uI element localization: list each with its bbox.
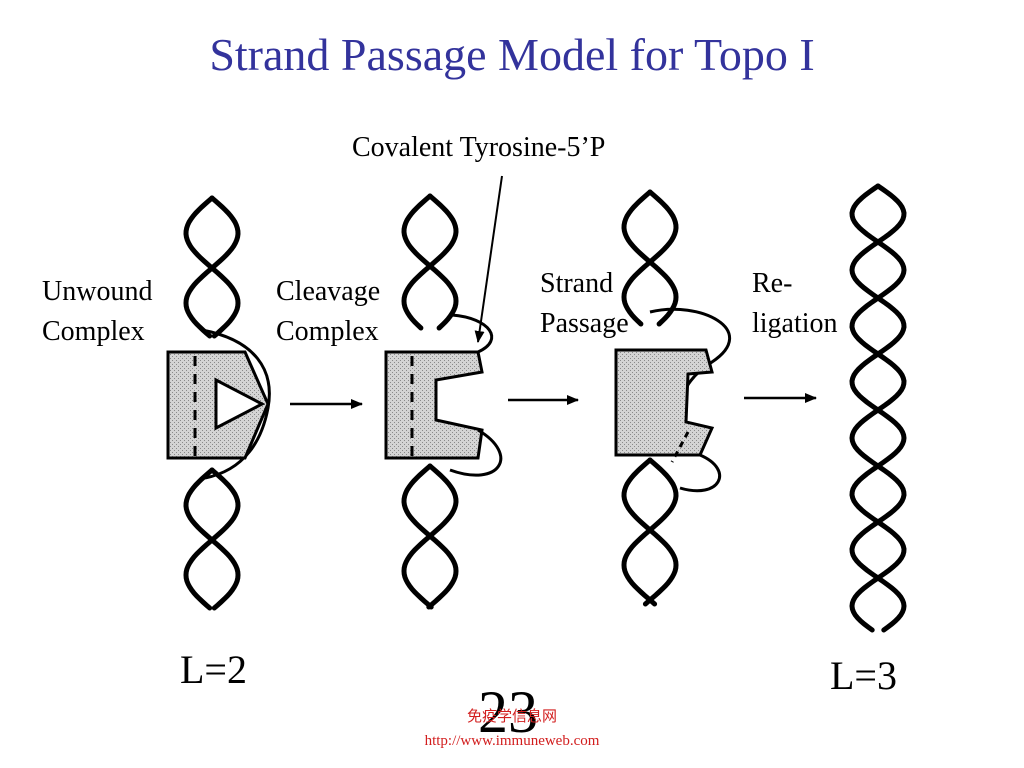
linking-number-end: L=3 [830,653,897,698]
dna-strand [183,195,241,339]
topo-enzyme-unwound [166,328,271,480]
stage-label-strand-passage: Strand Passage [540,264,629,344]
topo-enzyme-cleavage [384,313,503,477]
page-number: 23 [478,679,538,745]
dna-helix-unwound [183,195,241,611]
dna-strand [401,193,459,331]
dna-helix-cleavage [401,193,459,610]
topo-enzyme-passage [614,307,731,493]
linking-number-start: L=2 [180,647,247,692]
dna-helix-passage [621,189,679,607]
annotation-pointer-arrow [474,175,503,343]
stage-label-line: Strand [540,268,614,299]
covalent-tyrosine-label: Covalent Tyrosine-5’P [352,132,606,163]
stage-label-religation: Re- ligation [752,264,838,344]
stage-label-line: Re- [752,268,793,299]
dna-strand [621,189,679,327]
dna-strand [621,457,679,607]
stage-label-line: Complex [276,316,379,347]
stage-label-unwound-complex: Unwound Complex [42,272,152,352]
watermark-url: http://www.immuneweb.com [424,733,600,749]
dna-strand [849,183,907,633]
stage-label-line: Passage [540,308,629,339]
stage-label-line: Complex [42,316,145,347]
dna-strand [621,189,679,327]
stage-label-line: Cleavage [276,276,381,307]
stage-label-cleavage-complex: Cleavage Complex [276,272,380,352]
dna-strand [849,183,907,633]
stage-label-line: ligation [752,308,838,339]
watermark-line-1: 免疫学信息网 [466,709,557,725]
dna-strand [401,193,459,331]
dna-helix-religated [849,183,907,633]
dna-strand [621,457,679,607]
dna-strand [401,463,459,610]
dna-strand [183,467,241,611]
stage-label-line: Unwound [42,276,153,307]
slide-title: Strand Passage Model for Topo I [209,29,815,80]
